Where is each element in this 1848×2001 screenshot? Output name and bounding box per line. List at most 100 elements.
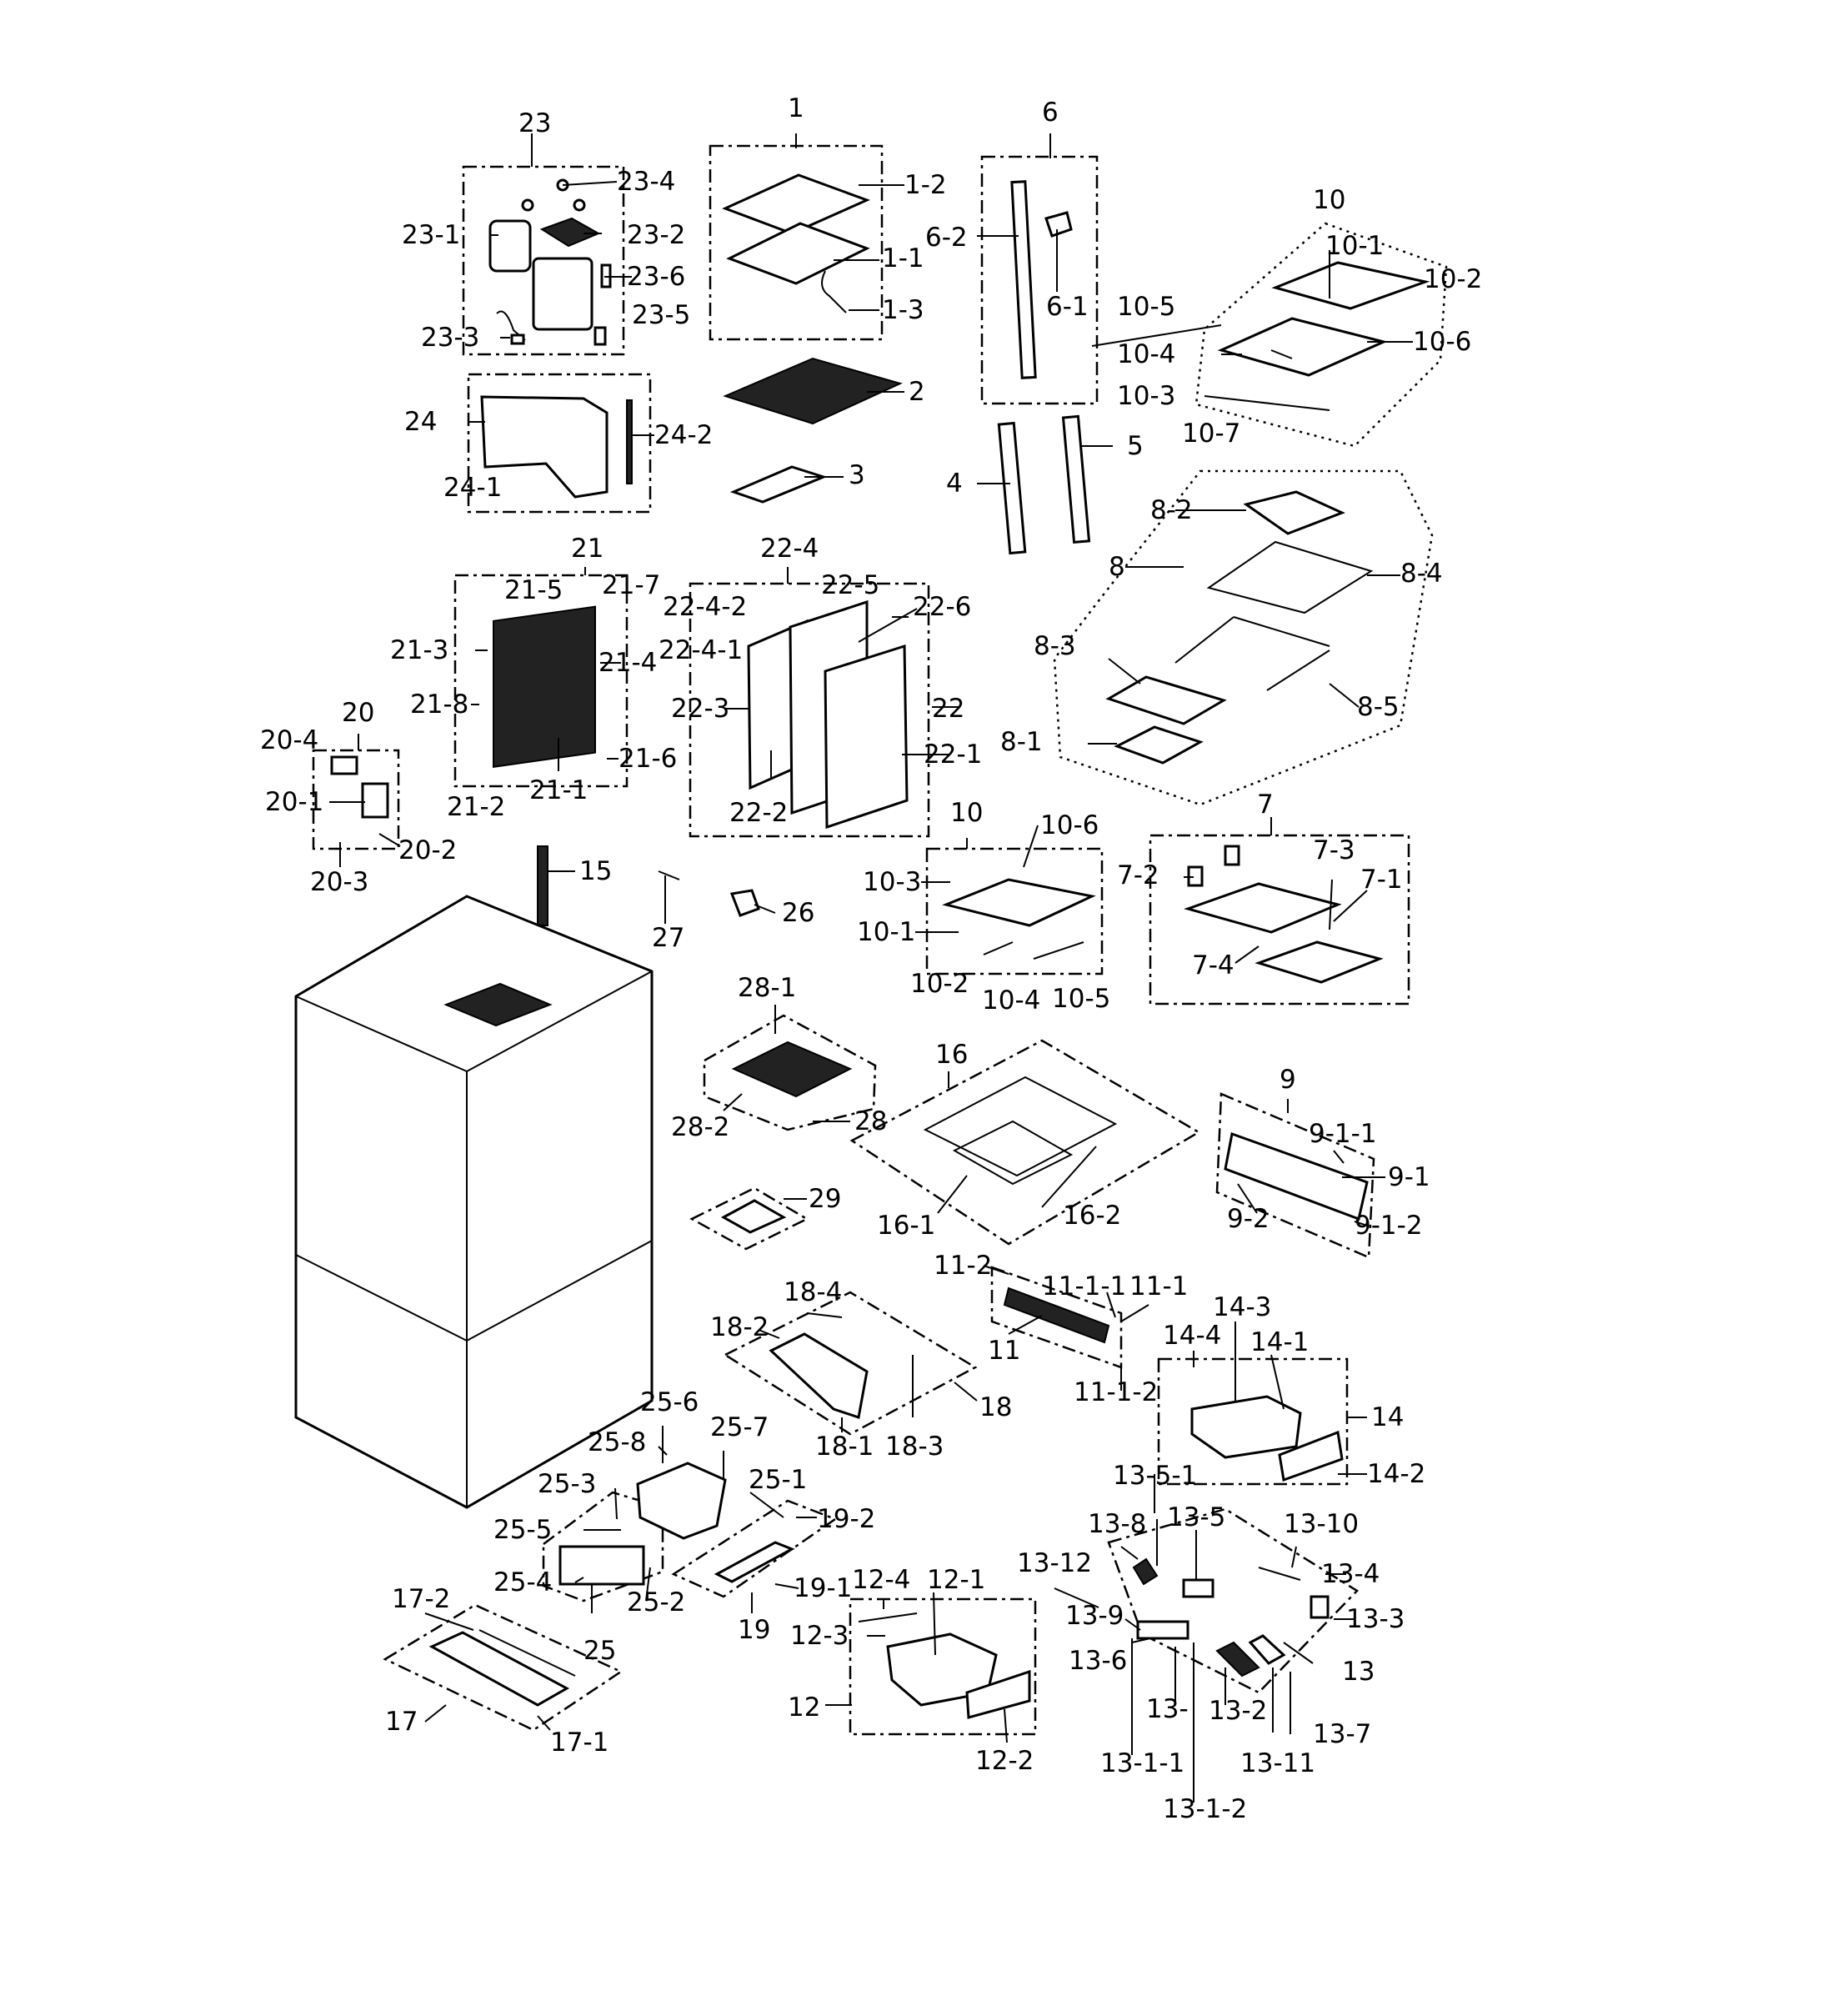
part-label: 6-2 bbox=[925, 223, 968, 253]
part-label: 25-4 bbox=[493, 1567, 552, 1597]
part-label: 2 bbox=[909, 377, 925, 407]
part-label: 10-5 bbox=[1117, 292, 1175, 322]
part-label: 6-1 bbox=[1046, 292, 1089, 322]
part-label: 13-9 bbox=[1065, 1601, 1124, 1631]
part-label: 13-12 bbox=[1017, 1548, 1092, 1578]
part-label: 25-3 bbox=[538, 1469, 596, 1499]
part-label: 13-1-2 bbox=[1163, 1794, 1247, 1824]
part-label: 18-2 bbox=[710, 1312, 769, 1342]
group-box-20 bbox=[312, 749, 400, 850]
part-label: 11-1-1 bbox=[1042, 1271, 1126, 1301]
part-label: 21-8 bbox=[410, 690, 468, 720]
group-box-6 bbox=[980, 155, 1099, 405]
group-box-22 bbox=[689, 582, 930, 838]
group-box-9 bbox=[1215, 1092, 1375, 1259]
part-label: 29 bbox=[809, 1184, 841, 1214]
group-box-16 bbox=[849, 1039, 1201, 1246]
part-label: 27 bbox=[652, 923, 684, 953]
part-label: 13 bbox=[1342, 1657, 1375, 1687]
part-label: 13-5-1 bbox=[1113, 1461, 1197, 1491]
part-label: 10-5 bbox=[1052, 984, 1110, 1014]
part-label: 8 bbox=[1109, 552, 1125, 582]
part-label: 10-2 bbox=[1424, 264, 1482, 294]
part-label: 12 bbox=[788, 1693, 820, 1723]
part-label: 22-3 bbox=[671, 694, 729, 724]
part-label: 21-5 bbox=[504, 575, 563, 605]
part-label: 4 bbox=[946, 469, 963, 499]
part-label: 13-7 bbox=[1313, 1719, 1371, 1749]
part-label: 7-2 bbox=[1117, 860, 1159, 890]
part-label: 8-2 bbox=[1150, 495, 1193, 525]
part-label: 18-3 bbox=[885, 1432, 944, 1462]
leader-lines bbox=[329, 133, 1413, 1803]
part-label: 13-5 bbox=[1167, 1502, 1225, 1532]
part-label: 17 bbox=[385, 1707, 418, 1737]
group-box-21 bbox=[453, 574, 629, 788]
part-label: 25-7 bbox=[710, 1412, 769, 1442]
part-label: 23-4 bbox=[617, 167, 675, 197]
part-label: 22-4 bbox=[760, 534, 819, 564]
group-box-25 bbox=[542, 1491, 664, 1602]
group-box-23 bbox=[462, 165, 625, 356]
part-label: 20-1 bbox=[265, 787, 323, 817]
part-label: 1 bbox=[788, 93, 804, 123]
part-label: 5 bbox=[1127, 431, 1144, 461]
part-label: 23-2 bbox=[627, 220, 685, 250]
part-label: 21-1 bbox=[529, 775, 588, 805]
part-label: 14-1 bbox=[1250, 1327, 1309, 1357]
part-label: 18-1 bbox=[815, 1432, 874, 1462]
group-box-12 bbox=[849, 1597, 1037, 1736]
part-label: 10-7 bbox=[1182, 419, 1240, 449]
part-label: 14-2 bbox=[1367, 1459, 1425, 1489]
part-label: 21-2 bbox=[447, 792, 505, 822]
part-label: 22-2 bbox=[729, 798, 788, 828]
part-label: 16-1 bbox=[877, 1211, 935, 1241]
part-label: 23-6 bbox=[627, 262, 685, 292]
part-label: 14-4 bbox=[1163, 1321, 1221, 1351]
part-label: 25-8 bbox=[588, 1427, 646, 1457]
part-label: 22-1 bbox=[924, 740, 982, 770]
part-label: 20-3 bbox=[310, 867, 368, 897]
part-label: 8-4 bbox=[1400, 559, 1443, 589]
part-label: 7-4 bbox=[1192, 950, 1235, 980]
part-label: 12-1 bbox=[927, 1565, 985, 1595]
part-label: 13-6 bbox=[1069, 1646, 1127, 1676]
part-label: 11-2 bbox=[934, 1251, 992, 1281]
part-label: 7-1 bbox=[1360, 865, 1403, 895]
part-label: 21 bbox=[571, 534, 603, 564]
part-label: 24-2 bbox=[654, 420, 713, 450]
part-label: 10-1 bbox=[1325, 231, 1384, 261]
part-label: 12-4 bbox=[852, 1565, 910, 1595]
part-label: 25 bbox=[583, 1636, 616, 1666]
part-label: 28-2 bbox=[671, 1112, 729, 1142]
part-label: 9-1-1 bbox=[1309, 1119, 1377, 1149]
part-label: 20-4 bbox=[260, 725, 318, 755]
part-label: 28-1 bbox=[738, 973, 796, 1003]
part-label: 1-1 bbox=[882, 243, 924, 273]
part-label: 22-4-1 bbox=[659, 635, 743, 665]
part-label: 14-3 bbox=[1213, 1292, 1271, 1322]
part-shapes bbox=[294, 173, 1430, 1719]
part-label: 25-6 bbox=[640, 1387, 699, 1417]
part-label: 21-3 bbox=[390, 635, 448, 665]
part-label: 12-3 bbox=[790, 1621, 849, 1651]
part-label: 10-4 bbox=[982, 985, 1040, 1016]
part-label: 6 bbox=[1042, 98, 1059, 128]
part-label: 14 bbox=[1371, 1402, 1404, 1432]
part-label: 10-2 bbox=[910, 969, 969, 999]
part-label: 19-1 bbox=[794, 1573, 852, 1603]
part-label: 28 bbox=[854, 1106, 887, 1136]
part-label: 17-2 bbox=[392, 1584, 450, 1614]
part-label: 22 bbox=[932, 694, 964, 724]
part-label: 18 bbox=[979, 1392, 1012, 1422]
part-label: 22-5 bbox=[821, 570, 879, 600]
part-label: 1-3 bbox=[882, 295, 924, 325]
part-label: 8-3 bbox=[1034, 631, 1076, 661]
part-label: 10-4 bbox=[1117, 339, 1175, 369]
part-label: 10-3 bbox=[863, 867, 921, 897]
part-label: 16 bbox=[935, 1040, 968, 1070]
group-box-13 bbox=[1107, 1507, 1359, 1694]
part-label: 7-3 bbox=[1313, 835, 1355, 865]
part-label: 10 bbox=[1313, 185, 1345, 215]
